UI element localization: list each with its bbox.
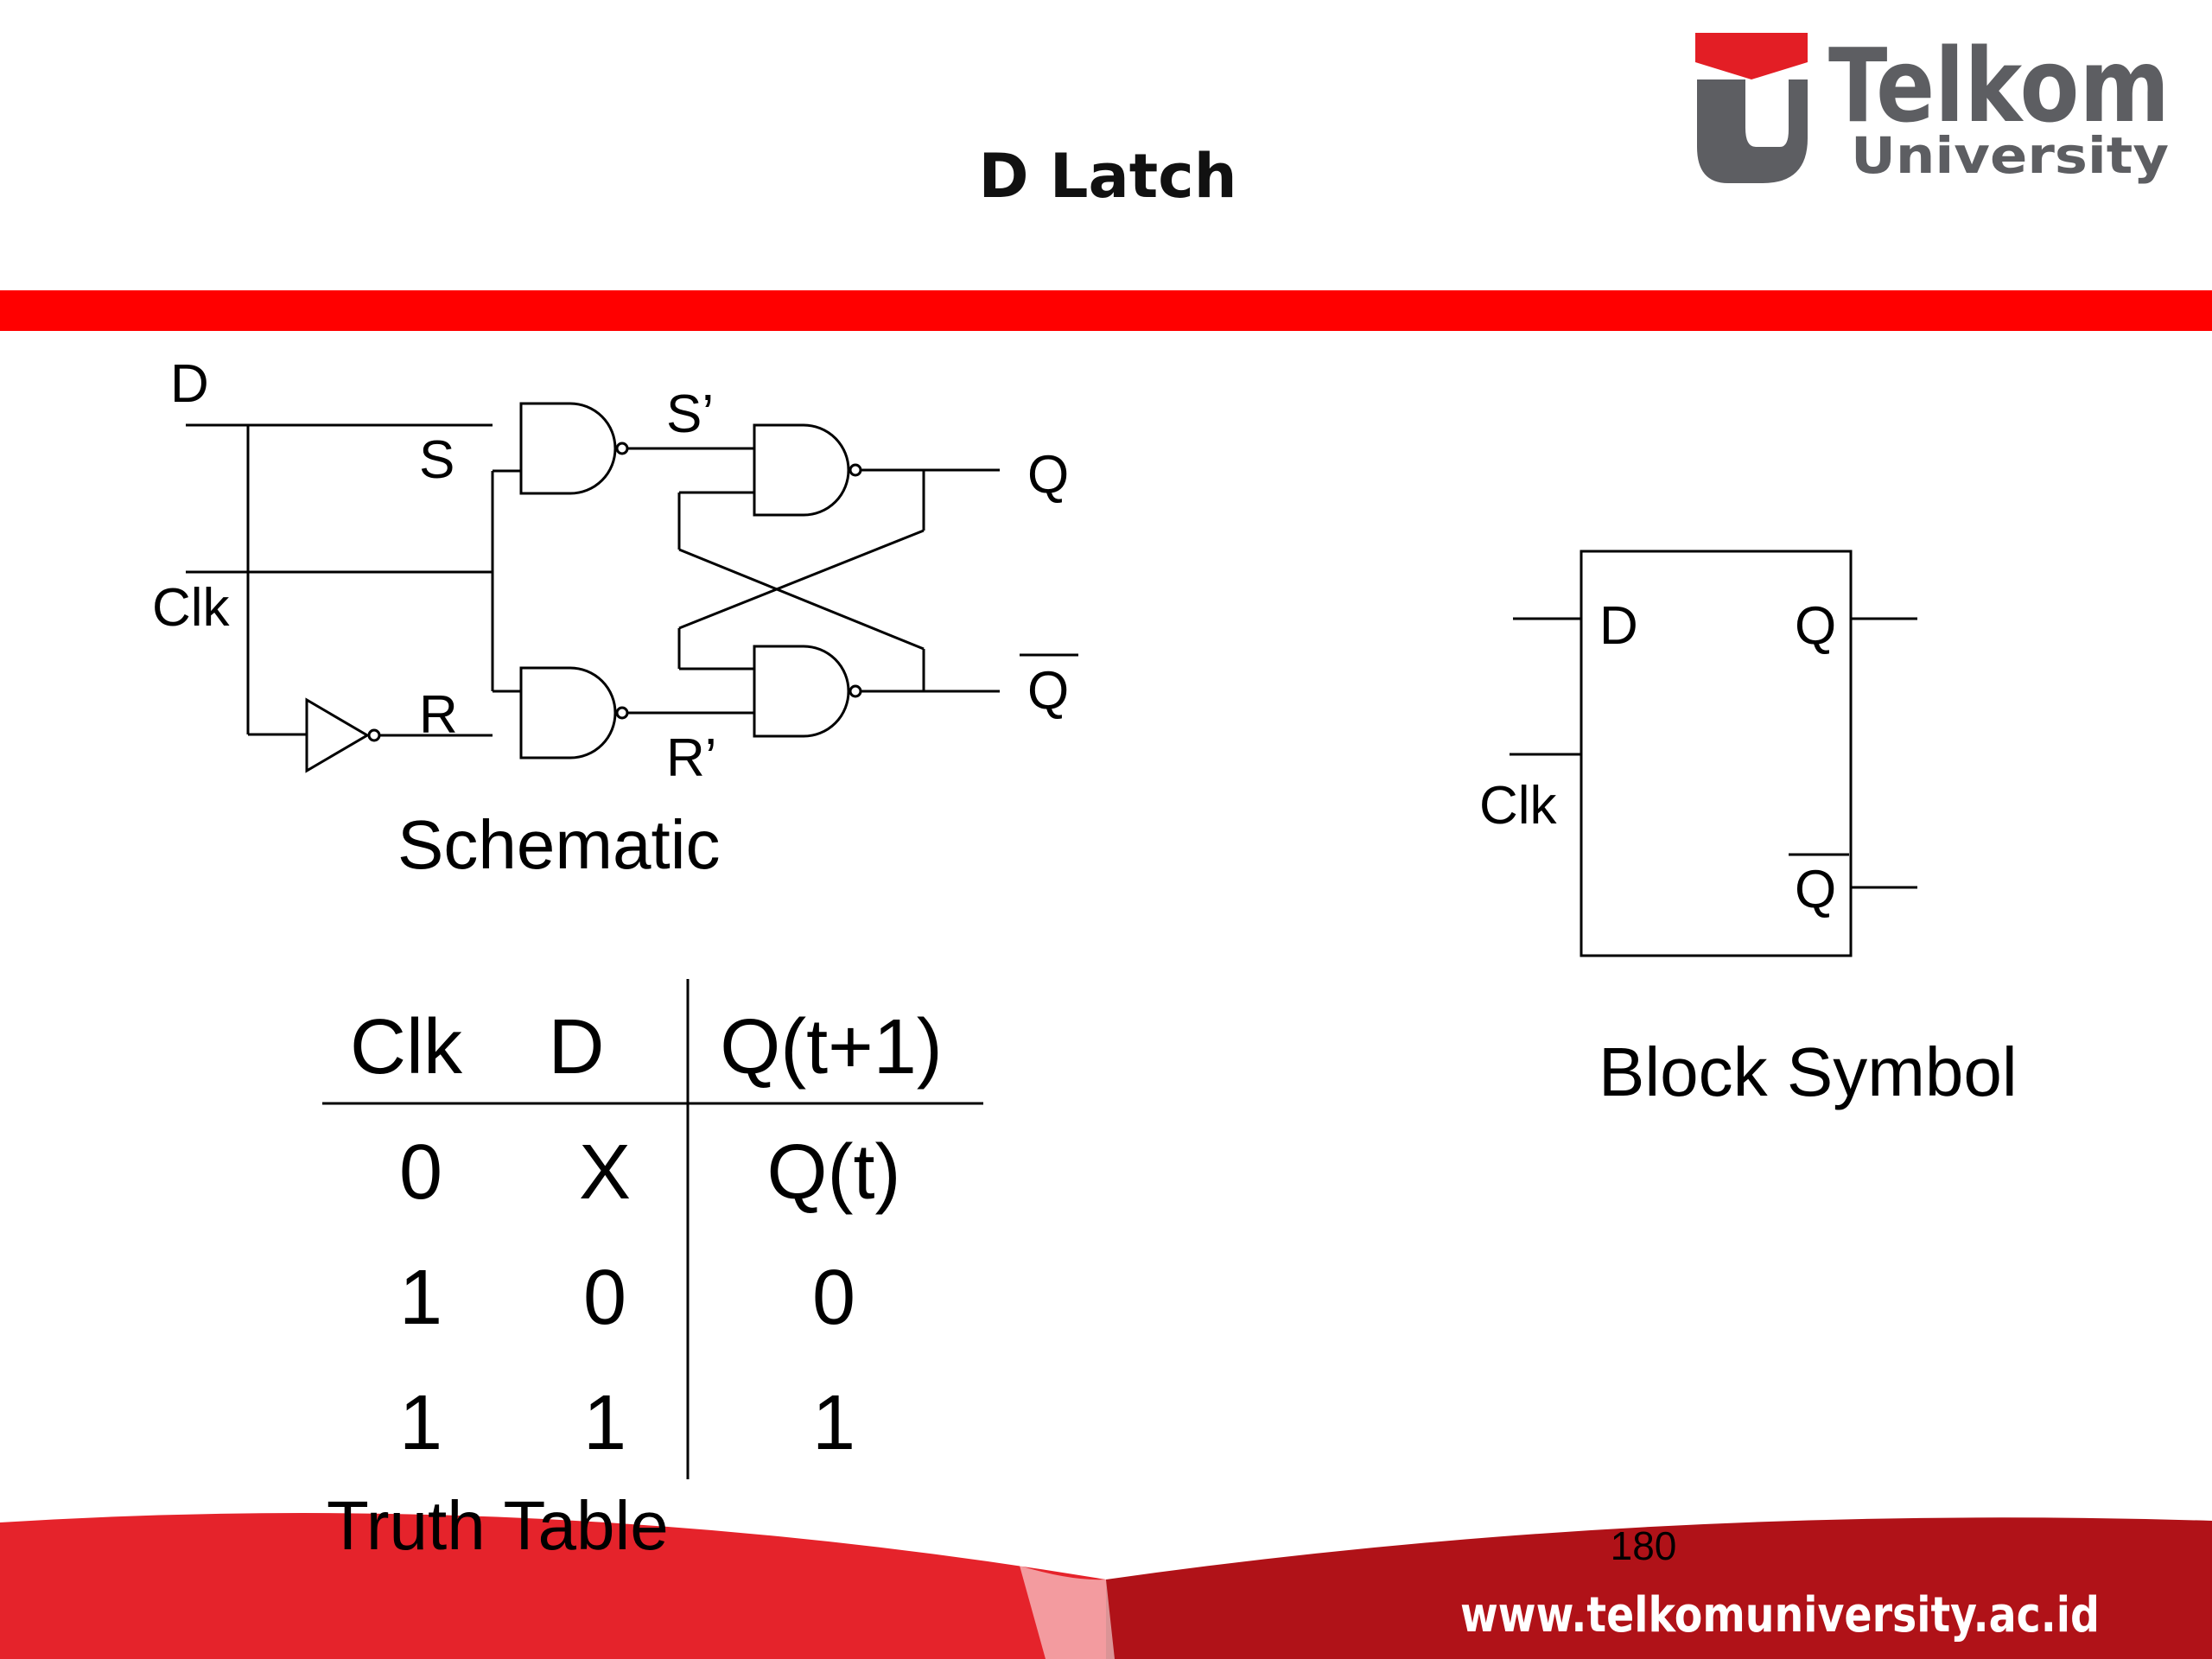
block-label-q-bar: Q <box>1795 860 1836 919</box>
truth-table-cell: 0 <box>583 1255 626 1341</box>
block-symbol-diagram <box>1510 550 1917 957</box>
truth-table-cell: 0 <box>812 1255 855 1341</box>
page-number: 180 <box>1611 1523 1677 1568</box>
schematic-label-r: R <box>419 685 458 745</box>
schematic-label-clk: Clk <box>152 578 231 638</box>
block-symbol-box <box>1580 550 1853 957</box>
schematic-caption: Schematic <box>397 806 720 883</box>
nand-gate-s <box>519 402 629 495</box>
telkom-university-logo: Telkom University <box>1695 26 2170 185</box>
schematic-labels: D Clk S R S’ R’ Q Q Schematic <box>152 354 1069 883</box>
logo-emblem-icon <box>1695 33 1808 183</box>
block-label-clk: Clk <box>1479 776 1558 836</box>
schematic-label-d: D <box>170 354 209 414</box>
truth-table-header-clk: Clk <box>350 1004 463 1090</box>
schematic-label-s-prime: S’ <box>666 385 714 444</box>
truth-table-caption: Truth Table <box>327 1487 669 1564</box>
truth-table-cell: 1 <box>812 1380 855 1466</box>
truth-table: Clk D Q(t+1) 0 X Q(t) 1 0 0 1 1 1 <box>350 1004 943 1466</box>
schematic-label-r-prime: R’ <box>666 728 717 788</box>
truth-table-rules <box>322 979 983 1479</box>
logo-brand-line1: Telkom <box>1828 26 2170 145</box>
nand-gate-latch-upper <box>753 423 862 517</box>
schematic-label-s: S <box>419 430 454 490</box>
block-symbol-labels: D Q Clk Q Block Symbol <box>1479 596 2018 1110</box>
schematic-label-q: Q <box>1027 445 1069 505</box>
truth-table-cell: 1 <box>399 1255 442 1341</box>
slide-title: D Latch <box>978 141 1236 212</box>
truth-table-cell: X <box>579 1129 631 1216</box>
truth-table-header-next-q: Q(t+1) <box>720 1004 943 1090</box>
not-gate-bubble <box>367 728 381 742</box>
not-gate <box>305 697 370 773</box>
truth-table-cell: Q(t) <box>767 1129 901 1216</box>
logo-brand-line2: University <box>1851 126 2169 185</box>
block-label-q: Q <box>1795 596 1836 656</box>
truth-table-cell: 1 <box>583 1380 626 1466</box>
truth-table-header-d: D <box>549 1004 605 1090</box>
schematic-label-q-bar: Q <box>1027 661 1069 721</box>
block-label-d: D <box>1599 596 1638 656</box>
footer-url: www.telkomuniversity.ac.id <box>1460 1587 2100 1643</box>
nand-gate-latch-lower <box>753 645 862 738</box>
block-symbol-caption: Block Symbol <box>1599 1033 2018 1110</box>
truth-table-cell: 0 <box>399 1129 442 1216</box>
nand-gate-r <box>519 666 629 760</box>
schematic-diagram <box>186 402 1078 773</box>
header-divider-band <box>0 290 2212 331</box>
footer-band <box>0 1513 2212 1659</box>
truth-table-cell: 1 <box>399 1380 442 1466</box>
